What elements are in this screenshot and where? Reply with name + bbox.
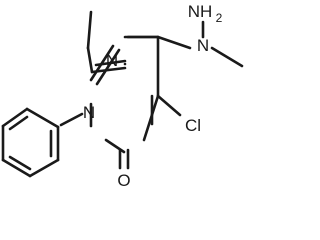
- bond-n1-ring-left: [89, 44, 115, 82]
- bond-ph-5: [28, 158, 60, 178]
- bond-n1-ring-left-double: [95, 48, 121, 86]
- bond-ph-4-double: [8, 155, 32, 171]
- bond-ph-2: [1, 107, 29, 128]
- atom-nh2: NH: [188, 2, 213, 21]
- bond-c3-c4: [104, 138, 126, 154]
- bond-ph-1: [25, 107, 60, 129]
- atom-n1: N: [106, 51, 118, 70]
- atom-o: O: [117, 171, 130, 190]
- atom-cl: Cl: [185, 116, 201, 135]
- chemical-structure: N N N NH 2 Cl O: [1, 2, 244, 190]
- bond-ph-4: [1, 158, 32, 178]
- atom-n2: N: [83, 103, 95, 122]
- bond-n2-phenyl: [59, 112, 84, 127]
- bond-c5-namine: [156, 35, 192, 50]
- atom-nh2-subscript: 2: [216, 11, 223, 25]
- bond-ph-2-double: [8, 115, 29, 131]
- bond-namine-methyl: [210, 46, 244, 68]
- bond-c5-c4-double: [86, 10, 93, 50]
- atom-n-amine: N: [197, 36, 209, 55]
- bond-c4-cl: [156, 94, 182, 117]
- bond-c6-c5: [86, 46, 94, 74]
